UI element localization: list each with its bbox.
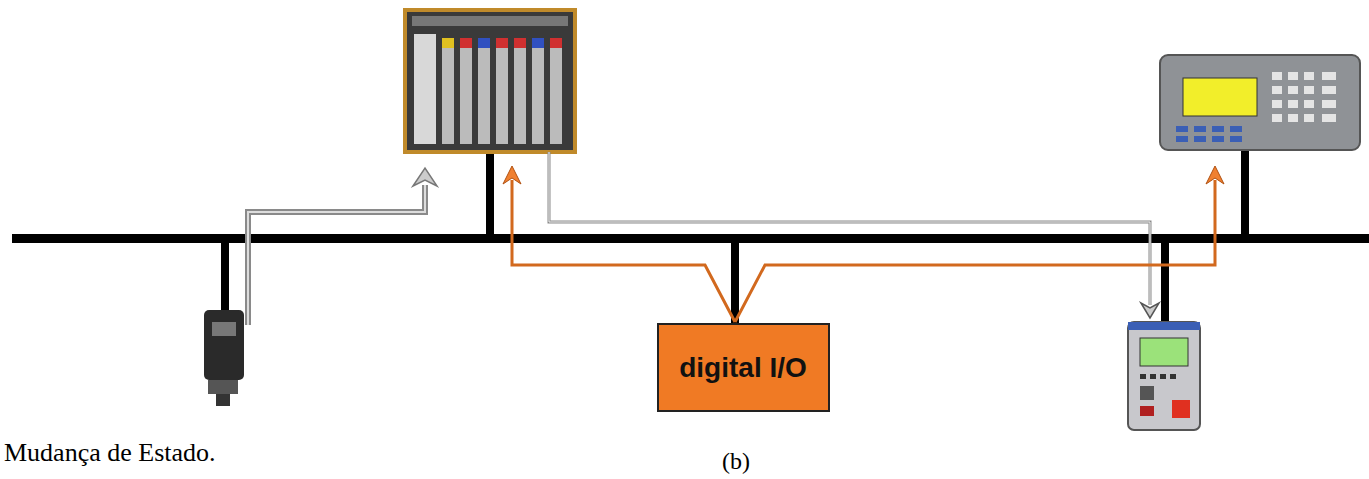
data-flow-arrow (549, 152, 1159, 318)
drop-line (486, 150, 494, 238)
figure-tag: (b) (722, 448, 750, 475)
drop-line (731, 240, 739, 324)
drop-line (221, 240, 229, 312)
operator-panel (1160, 55, 1360, 150)
drop-line (1161, 240, 1169, 324)
io-module-box: digital I/O (657, 323, 830, 412)
drop-line (1241, 148, 1249, 238)
data-flow-arrow (248, 168, 437, 325)
caption-note: Mudança de Estado. (4, 438, 216, 468)
plc-rack (405, 10, 575, 152)
data-flow-arrow (503, 166, 1224, 322)
sensor-device (204, 310, 244, 406)
drive-device (1128, 322, 1200, 430)
module-label: digital I/O (679, 352, 807, 384)
